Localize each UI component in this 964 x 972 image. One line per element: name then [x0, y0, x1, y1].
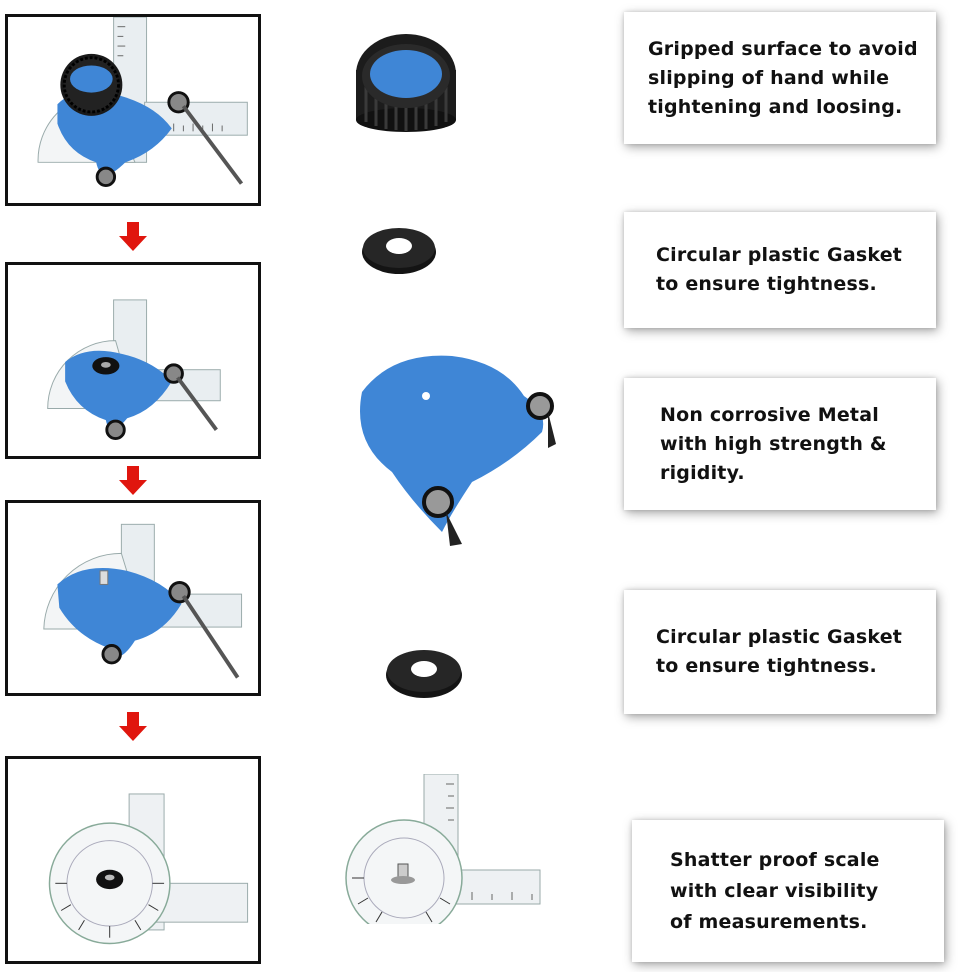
- step-4-image: [5, 756, 261, 964]
- protractor-scale-icon: [345, 774, 541, 924]
- feature-card-gasket-1: Circular plastic Gasket to ensure tightn…: [624, 212, 936, 328]
- knob-component-image: [354, 30, 458, 134]
- feature-card-gasket-2: Circular plastic Gasket to ensure tightn…: [624, 590, 936, 714]
- assembly-with-knob-illustration: [37, 17, 248, 188]
- feature-card-metal-plate: Non corrosive Metal with high strength &…: [624, 378, 936, 510]
- feature-text: Gripped surface to avoid slipping of han…: [648, 37, 918, 118]
- feature-card-knob: Gripped surface to avoid slipping of han…: [624, 12, 936, 144]
- scale-component-image: [342, 774, 542, 924]
- step-2-image: [5, 262, 261, 459]
- gasket-component-image-2: [384, 642, 464, 700]
- down-arrow-icon: [119, 466, 147, 495]
- ribbed-knob-icon: [356, 34, 456, 132]
- assembly-with-bolt-illustration: [43, 523, 243, 679]
- gasket-icon: [386, 650, 462, 698]
- down-arrow-icon: [119, 712, 147, 741]
- gasket-icon: [362, 228, 436, 274]
- step-1-image: [5, 14, 261, 206]
- feature-text: Circular plastic Gasket to ensure tightn…: [656, 244, 903, 295]
- metal-plate-icon: [360, 355, 556, 546]
- assembly-with-gasket-illustration: [47, 299, 221, 441]
- feature-text: Circular plastic Gasket to ensure tightn…: [656, 626, 903, 677]
- step-3-image: [5, 500, 261, 696]
- gasket-component-image-1: [360, 220, 438, 276]
- scale-only-illustration: [48, 793, 249, 945]
- feature-card-scale: Shatter proof scale with clear visibilit…: [632, 820, 944, 962]
- metal-plate-component-image: [352, 352, 556, 548]
- down-arrow-icon: [119, 222, 147, 251]
- feature-text: Shatter proof scale with clear visibilit…: [670, 848, 880, 933]
- feature-text: Non corrosive Metal with high strength &…: [660, 403, 887, 484]
